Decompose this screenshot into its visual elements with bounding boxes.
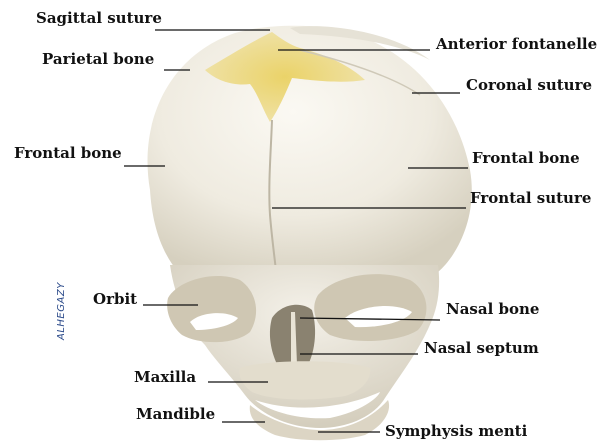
label-symphysis-menti: Symphysis menti [385, 422, 527, 440]
label-maxilla: Maxilla [134, 368, 196, 386]
label-frontal-suture: Frontal suture [470, 189, 591, 207]
label-frontal-bone-right: Frontal bone [472, 149, 580, 167]
label-nasal-bone: Nasal bone [446, 300, 539, 318]
label-orbit: Orbit [93, 290, 137, 308]
watermark: ALHEGAZY [56, 282, 67, 340]
maxilla-region [240, 361, 371, 399]
label-mandible: Mandible [136, 405, 215, 423]
label-sagittal-suture: Sagittal suture [36, 9, 162, 27]
label-parietal-bone: Parietal bone [42, 50, 154, 68]
left-orbit [167, 276, 256, 342]
label-anterior-fontanelle: Anterior fontanelle [436, 35, 597, 53]
label-frontal-bone-left: Frontal bone [14, 144, 122, 162]
label-nasal-septum: Nasal septum [424, 339, 539, 357]
label-coronal-suture: Coronal suture [466, 76, 592, 94]
